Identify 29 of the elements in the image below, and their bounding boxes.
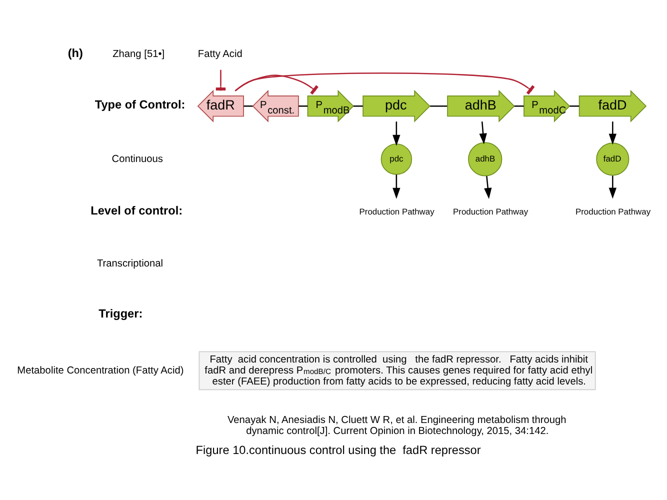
arrow <box>608 176 617 199</box>
connector <box>514 105 524 107</box>
label: Trigger: <box>98 306 143 321</box>
node-text: Production Pathway <box>575 206 651 216</box>
connector <box>430 105 448 107</box>
node-circle: pdc <box>380 144 412 175</box>
node-text: Production Pathway <box>453 206 528 216</box>
arrow <box>392 122 400 146</box>
connector <box>353 105 363 107</box>
node-circle: adhB <box>468 142 502 176</box>
label: (h) <box>68 46 83 60</box>
arrow <box>484 176 492 199</box>
node-circle: fadD <box>596 142 630 176</box>
label: Metabolite Concentration (Fatty Acid) <box>17 365 184 376</box>
connector <box>234 72 535 95</box>
node-text: Production Pathway <box>359 206 434 216</box>
label: Fatty acid concentration is controlled using the fadR repressor. Fatty acids inhibit fadR and derepress PmodB/C promoters. This causes genes required for fatty acid ethyl ester (FAEE) production from fatty acids to be expressed, reducing fatty acid levels. <box>204 354 593 388</box>
label: Zhang [51•] <box>112 49 165 60</box>
node-text: Fatty Acid <box>198 49 242 60</box>
label: Transcriptional <box>96 258 164 270</box>
caption: Figure 10.continuous control using the fadR repressor <box>196 443 481 458</box>
arrow <box>392 174 400 199</box>
arrow <box>608 122 617 145</box>
label: Venayak N, Anesiadis N, Cluett W R, et al. Engineering metabolism through dynamic control[J]. Current Opinion in Biotechnology, 2015, 34:142. <box>227 415 566 438</box>
label: Level of control: <box>90 204 183 218</box>
arrow <box>479 122 487 144</box>
label: Type of Control: <box>94 97 186 112</box>
connector <box>570 105 580 107</box>
label: Continuous <box>112 154 164 165</box>
